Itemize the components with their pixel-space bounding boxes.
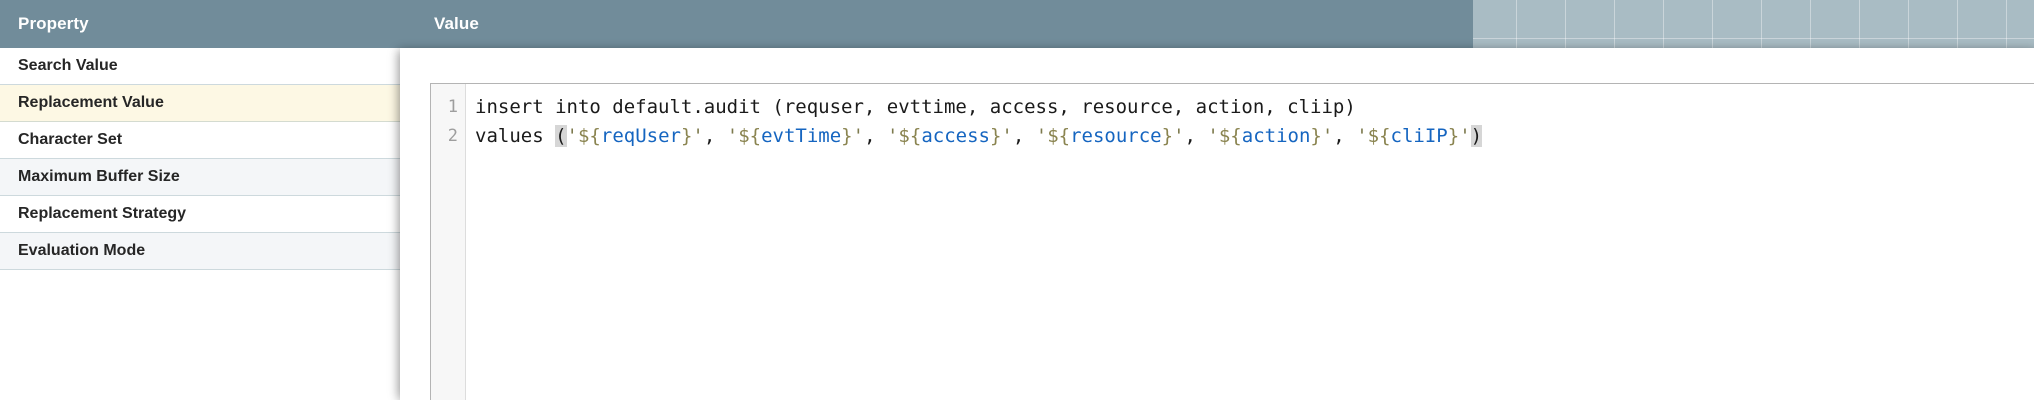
code-token-elname: evtTime — [761, 125, 842, 147]
code-token-elname: cliIP — [1390, 125, 1448, 147]
property-name-cell: Character Set — [18, 131, 123, 148]
code-token-quote: ' — [726, 125, 739, 147]
code-token-quote: ' — [1035, 125, 1048, 147]
code-token-quote: ' — [1459, 125, 1471, 147]
editor-code-line[interactable]: insert into default.audit (requser, evtt… — [475, 93, 2034, 122]
code-token-plain: , — [1333, 125, 1357, 147]
code-token-eldelim: ${ — [577, 125, 601, 147]
code-token-eldelim: } — [989, 125, 1002, 147]
code-token-eldelim: } — [680, 125, 693, 147]
editor-code-line[interactable]: values ('${reqUser}', '${evtTime}', '${a… — [475, 122, 2034, 151]
code-token-eldelim: ${ — [1047, 125, 1071, 147]
code-token-quote: ' — [1173, 125, 1185, 147]
code-token-eldelim: } — [841, 125, 853, 147]
property-name-cell: Maximum Buffer Size — [18, 168, 180, 185]
code-token-plain: insert into default.audit (requser, evtt… — [475, 96, 1356, 118]
code-token-quote: ' — [692, 125, 704, 147]
properties-table-header: Property Value — [0, 0, 1473, 48]
code-token-quote: ' — [1356, 125, 1368, 147]
code-token-eldelim: } — [1447, 125, 1460, 147]
code-token-plain: values — [475, 125, 556, 147]
code-token-elname: reqUser — [600, 125, 681, 147]
code-token-quote: ' — [1207, 125, 1219, 147]
code-token-eldelim: ${ — [1367, 125, 1391, 147]
code-token-elname: action — [1241, 125, 1311, 147]
code-token-quote: ' — [1321, 125, 1334, 147]
code-token-plain: , — [1012, 125, 1036, 147]
code-token-quote: ' — [886, 125, 899, 147]
code-token-plain: , — [1184, 125, 1208, 147]
code-token-eldelim: } — [1161, 125, 1174, 147]
property-name-cell: Evaluation Mode — [18, 242, 146, 259]
code-token-eldelim: ${ — [1218, 125, 1242, 147]
code-token-eldelim: ${ — [738, 125, 762, 147]
code-token-eldelim: } — [1310, 125, 1322, 147]
code-token-plain: , — [703, 125, 727, 147]
code-token-elname: resource — [1070, 125, 1162, 147]
property-name-cell: Replacement Value — [18, 94, 164, 111]
code-token-quote: ' — [1001, 125, 1013, 147]
editor-line-number: 2 — [447, 126, 458, 146]
code-token-eldelim: ${ — [898, 125, 922, 147]
property-name-cell: Search Value — [18, 57, 118, 74]
code-token-plain: , — [864, 125, 887, 147]
column-header-property[interactable]: Property — [18, 14, 89, 33]
code-token-elname: access — [921, 125, 990, 147]
code-token-bracket-match: ) — [1470, 125, 1483, 147]
editor-line-number: 1 — [447, 97, 458, 117]
editor-code-area[interactable]: insert into default.audit (requser, evtt… — [466, 84, 2034, 400]
code-token-quote: ' — [852, 125, 865, 147]
column-header-value[interactable]: Value — [434, 14, 479, 33]
code-token-quote: ' — [566, 125, 578, 147]
code-token-bracket-match: ( — [555, 125, 567, 147]
property-name-cell: Replacement Strategy — [18, 205, 187, 222]
